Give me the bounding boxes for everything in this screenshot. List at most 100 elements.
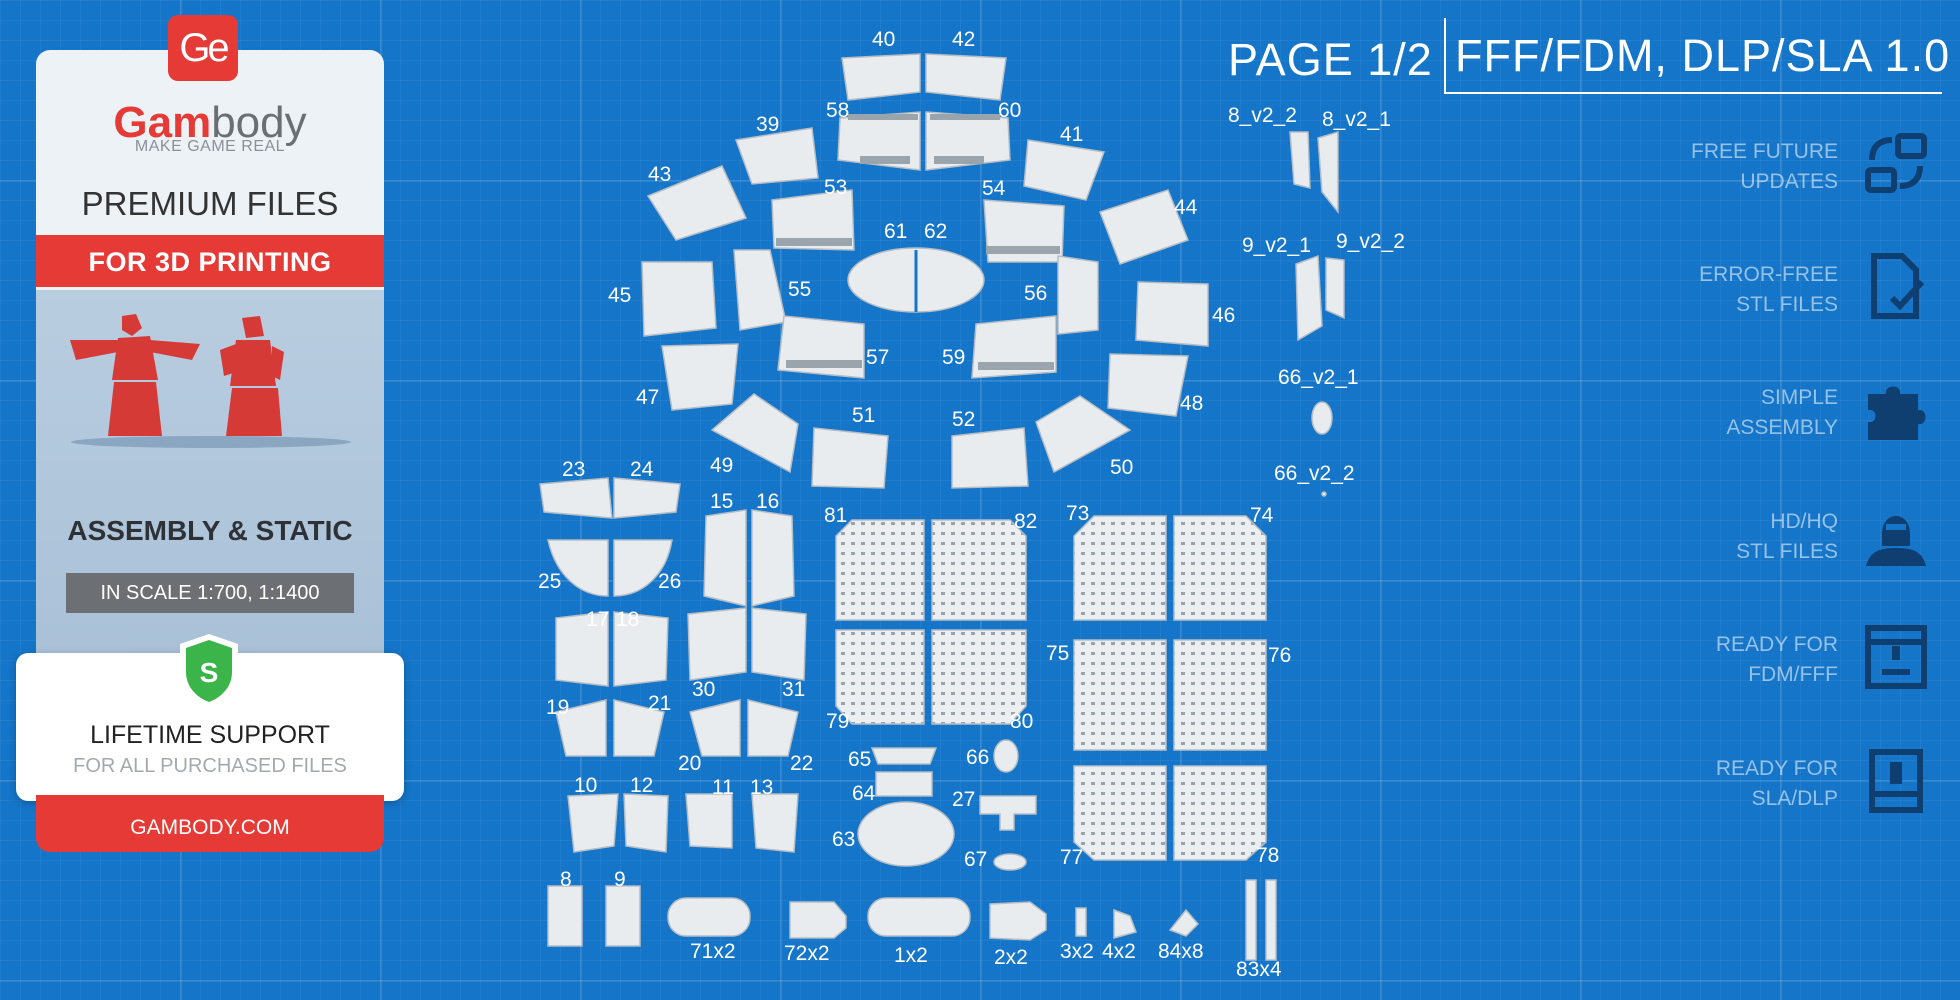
- helmet-icon: [1866, 516, 1926, 566]
- part-31[interactable]: [751, 607, 807, 681]
- part-73[interactable]: [1073, 515, 1167, 621]
- part-23[interactable]: [539, 477, 613, 519]
- part-66[interactable]: [993, 739, 1019, 773]
- printing-band: [36, 235, 384, 287]
- part-13[interactable]: [751, 793, 799, 853]
- part-66-v2-2[interactable]: [1321, 491, 1327, 497]
- part-27[interactable]: [979, 795, 1037, 831]
- label-55: 55: [788, 278, 812, 301]
- label-19: 19: [546, 696, 570, 719]
- label-63: 63: [832, 828, 856, 851]
- label-31: 31: [782, 678, 806, 701]
- label-52: 52: [952, 408, 976, 431]
- label-15: 15: [710, 490, 734, 513]
- part-9-v2-1[interactable]: [1295, 254, 1323, 342]
- part-84[interactable]: [1168, 908, 1200, 937]
- part-44[interactable]: [1099, 189, 1189, 265]
- part-51[interactable]: [811, 427, 889, 489]
- label-84x8: 84x8: [1158, 940, 1204, 963]
- part-9[interactable]: [605, 885, 641, 947]
- part-78[interactable]: [1173, 765, 1267, 861]
- label-75: 75: [1046, 642, 1070, 665]
- site-link[interactable]: GAMBODY.COM: [130, 816, 290, 839]
- part-39[interactable]: [734, 127, 819, 185]
- page-indicator: PAGE 1/2: [1228, 34, 1433, 85]
- part-52[interactable]: [951, 427, 1029, 489]
- part-82[interactable]: [931, 519, 1027, 621]
- part-80[interactable]: [931, 629, 1027, 725]
- part-57[interactable]: [777, 315, 865, 379]
- part-19[interactable]: [555, 699, 607, 757]
- part-65[interactable]: [870, 747, 938, 765]
- part-63[interactable]: [857, 801, 955, 867]
- part-72[interactable]: [789, 901, 847, 939]
- label-66-v2-1: 66_v2_1: [1278, 366, 1359, 389]
- part-66-v2-1[interactable]: [1311, 401, 1333, 435]
- part-8-v2-1[interactable]: [1317, 130, 1339, 215]
- feature-line2: UPDATES: [1740, 170, 1838, 193]
- feature-free-updates: FREE FUTURE UPDATES: [1578, 137, 1838, 197]
- part-25[interactable]: [547, 539, 609, 597]
- part-17[interactable]: [555, 611, 609, 687]
- part-9-v2-2[interactable]: [1325, 257, 1345, 320]
- part-55[interactable]: [733, 249, 787, 331]
- part-42[interactable]: [925, 53, 1007, 101]
- label-45: 45: [608, 284, 632, 307]
- label-77: 77: [1060, 846, 1084, 869]
- part-40[interactable]: [841, 53, 921, 101]
- part-24[interactable]: [613, 477, 681, 519]
- label-53: 53: [824, 176, 848, 199]
- part-11[interactable]: [685, 793, 733, 849]
- part-48[interactable]: [1107, 353, 1189, 417]
- part-50[interactable]: [1035, 395, 1132, 474]
- part-21[interactable]: [613, 699, 665, 757]
- ge-logo-badge[interactable]: Ge: [168, 15, 238, 81]
- label-27: 27: [952, 788, 976, 811]
- part-8-v2-2[interactable]: [1289, 131, 1311, 189]
- part-46[interactable]: [1135, 281, 1209, 347]
- part-81[interactable]: [835, 519, 925, 621]
- part-1[interactable]: [867, 897, 971, 937]
- part-3[interactable]: [1075, 907, 1087, 937]
- part-22[interactable]: [747, 699, 799, 757]
- part-53[interactable]: [771, 189, 855, 251]
- label-17: 17: [586, 608, 610, 631]
- part-30[interactable]: [687, 607, 747, 681]
- part-41[interactable]: [1023, 139, 1106, 201]
- label-20: 20: [678, 752, 702, 775]
- part-2[interactable]: [989, 901, 1047, 941]
- part-47[interactable]: [661, 343, 739, 411]
- lifetime-support-subtitle: FOR ALL PURCHASED FILES: [73, 755, 347, 777]
- part-49[interactable]: [710, 393, 799, 474]
- file-check-icon: [1871, 253, 1925, 319]
- part-76[interactable]: [1173, 639, 1267, 751]
- part-43[interactable]: [646, 165, 748, 241]
- part-15[interactable]: [703, 509, 747, 607]
- part-18[interactable]: [613, 611, 669, 687]
- part-4[interactable]: [1113, 908, 1137, 939]
- shield-icon: S: [180, 634, 238, 708]
- part-8[interactable]: [547, 885, 583, 947]
- label-67: 67: [964, 848, 988, 871]
- part-71[interactable]: [667, 897, 751, 937]
- label-59: 59: [942, 346, 966, 369]
- part-67[interactable]: [993, 853, 1027, 871]
- part-74[interactable]: [1173, 515, 1267, 621]
- part-83[interactable]: [1245, 879, 1277, 961]
- part-16[interactable]: [751, 509, 795, 607]
- site-bar[interactable]: [36, 795, 384, 852]
- part-77[interactable]: [1073, 765, 1167, 861]
- part-64[interactable]: [875, 771, 933, 797]
- update-arrows-icon: [1865, 133, 1927, 193]
- part-45[interactable]: [641, 261, 717, 337]
- part-75[interactable]: [1073, 639, 1167, 751]
- part-12[interactable]: [623, 793, 669, 853]
- gambody-logo[interactable]: Gambody: [36, 98, 384, 148]
- part-10[interactable]: [567, 793, 619, 853]
- part-79[interactable]: [835, 629, 925, 725]
- part-56[interactable]: [1057, 255, 1099, 335]
- part-26[interactable]: [613, 539, 673, 597]
- label-60: 60: [998, 99, 1022, 122]
- part-20[interactable]: [689, 699, 741, 757]
